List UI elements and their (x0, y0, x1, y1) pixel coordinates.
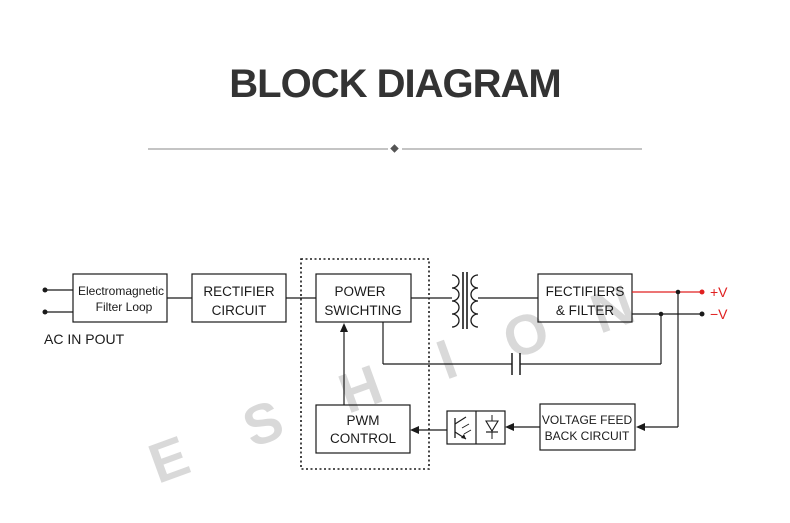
ac-input (42, 287, 73, 315)
page-title: BLOCK DIAGRAM (229, 62, 561, 106)
minus-v-label: −V (710, 306, 728, 322)
plus-v-label: +V (710, 284, 728, 300)
emf-block: Electromagnetic Filter Loop (72, 273, 168, 323)
feedback-label-line1: VOLTAGE FEED (542, 413, 633, 427)
pwm-label-line2: CONTROL (330, 431, 396, 446)
emf-label-line1: Electromagnetic (78, 284, 164, 298)
watermark-letter-1: E (141, 423, 198, 495)
power-switching-block: POWER SWICHTING (315, 273, 412, 323)
watermark-letter-5: O (495, 297, 557, 371)
power-label-line2: SWICHTING (324, 303, 401, 318)
title-divider (148, 144, 642, 153)
rectifier-label-line1: RECTIFIER (203, 284, 275, 299)
power-label-line1: POWER (334, 284, 385, 299)
rectifier-block: RECTIFIER CIRCUIT (191, 273, 287, 323)
pwm-label-line1: PWM (347, 413, 380, 428)
capacitor-symbol (511, 353, 521, 375)
emf-label-line2: Filter Loop (96, 300, 153, 314)
pwm-control-block: PWM CONTROL (315, 404, 411, 454)
transformer-symbol (451, 272, 479, 329)
ac-input-label: AC IN POUT (44, 331, 125, 347)
fectifiers-filter-block: FECTIFIERS & FILTER (537, 273, 633, 323)
optocoupler-icon (446, 410, 506, 445)
voltage-feedback-block: VOLTAGE FEED BACK CIRCUIT (539, 403, 636, 451)
fectifiers-label-line1: FECTIFIERS (546, 284, 625, 299)
rectifier-label-line2: CIRCUIT (212, 303, 267, 318)
watermark-letter-2: S (235, 387, 292, 459)
watermark-letter-4: I (429, 327, 465, 392)
feedback-label-line2: BACK CIRCUIT (545, 429, 630, 443)
control-enclosure (300, 258, 430, 470)
fectifiers-label-line2: & FILTER (556, 303, 615, 318)
